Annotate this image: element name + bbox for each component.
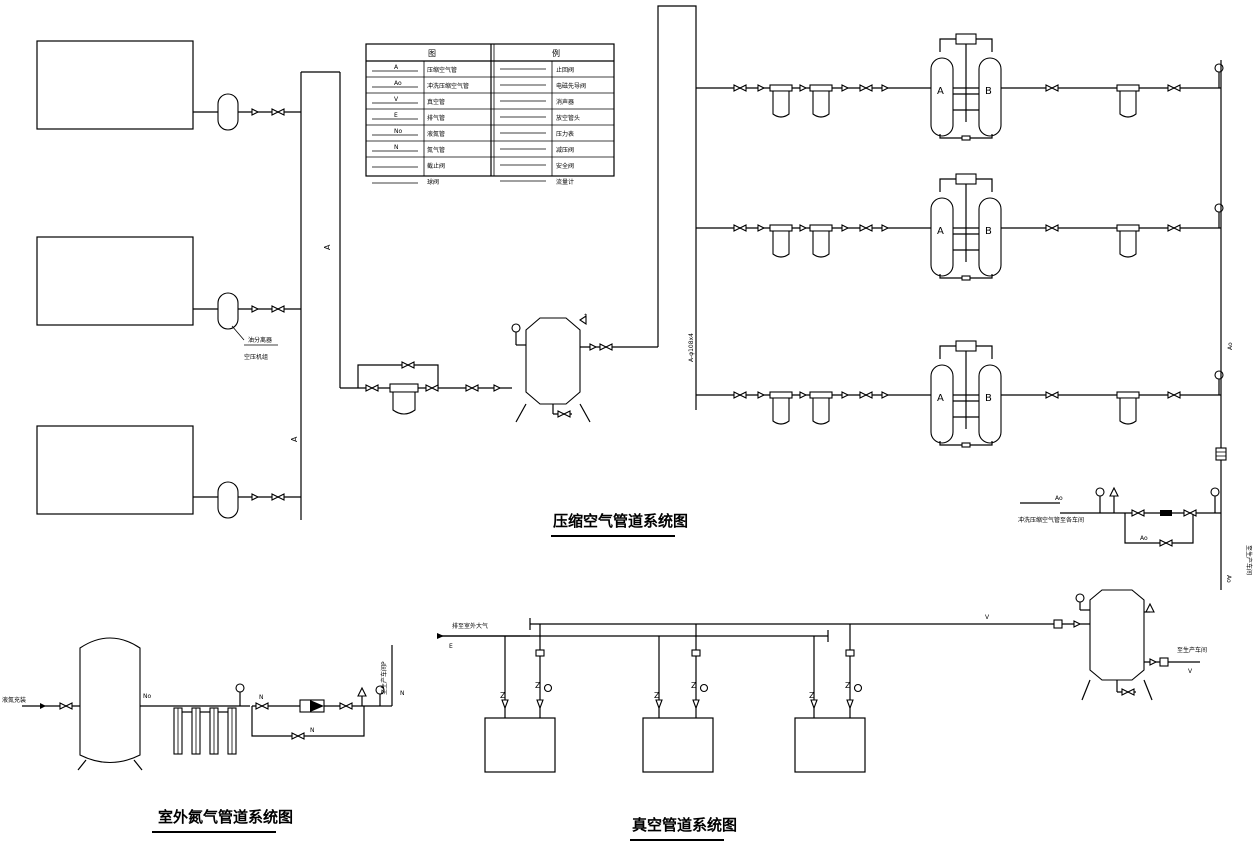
legend-row: 球阀 流量计 bbox=[372, 178, 574, 186]
svg-text:排至室外大气: 排至室外大气 bbox=[452, 622, 488, 630]
legend-row: No 液氮管 压力表 bbox=[372, 128, 574, 138]
vacuum-pump-2 bbox=[642, 717, 714, 773]
ao-riser-label: Ao bbox=[1227, 342, 1234, 350]
legend-row: 截止阀 安全阀 bbox=[372, 162, 574, 170]
svg-text:液氮充装: 液氮充装 bbox=[2, 696, 26, 704]
riser-label-a-lower: A bbox=[290, 436, 299, 442]
legend-symbol-name: 安全阀 bbox=[556, 162, 574, 170]
separator-3 bbox=[217, 481, 239, 519]
valve-row-2 bbox=[251, 305, 285, 313]
svg-text:V: V bbox=[1188, 668, 1193, 675]
vacuum-pump-1 bbox=[484, 717, 556, 773]
legend-name: 截止阀 bbox=[427, 162, 445, 170]
legend-code: N bbox=[394, 144, 399, 151]
air-receiver-tank: ↑ bbox=[511, 313, 591, 423]
legend-symbol-name: 电磁先导阀 bbox=[556, 82, 586, 90]
dryer-tower-a-label: A bbox=[937, 86, 944, 97]
svg-text:Z: Z bbox=[691, 681, 697, 690]
svg-text:Z: Z bbox=[845, 681, 851, 690]
svg-text:N: N bbox=[259, 694, 264, 701]
to-workshop-vertical: 至生产车间 bbox=[1245, 545, 1253, 575]
svg-text:Ao: Ao bbox=[1225, 575, 1232, 583]
svg-text:No: No bbox=[143, 693, 151, 700]
title-vacuum: 真空管道系统图 bbox=[632, 816, 737, 834]
legend-row: V 真空管 消声器 bbox=[372, 96, 574, 106]
legend-name: 液氮管 bbox=[427, 130, 445, 138]
separator-note-2: 空压机组 bbox=[244, 353, 268, 361]
legend-name: 氮气管 bbox=[427, 146, 445, 154]
svg-text:N: N bbox=[310, 727, 315, 734]
svg-text:至生产车间: 至生产车间 bbox=[1177, 646, 1207, 654]
valve-row-1 bbox=[251, 108, 285, 116]
legend-row: Ao 冲洗压缩空气管 电磁先导阀 bbox=[372, 80, 586, 90]
main-pipe-spec: A-φ108x4 bbox=[688, 333, 695, 362]
legend-symbol-name: 止回阀 bbox=[556, 66, 574, 74]
legend-code: No bbox=[394, 128, 402, 135]
svg-text:图: 图 bbox=[428, 49, 436, 58]
legend-symbol-name: 消声器 bbox=[556, 98, 574, 106]
flow-meter bbox=[1215, 447, 1227, 461]
separator-1 bbox=[217, 93, 239, 131]
dryer-tower-b-label: B bbox=[985, 226, 992, 237]
svg-text:N: N bbox=[400, 690, 405, 697]
separator-note-1: 油分离器 bbox=[248, 336, 272, 344]
riser-label-a-upper: A bbox=[323, 244, 332, 250]
compressor-box-3 bbox=[36, 425, 194, 515]
svg-text:V: V bbox=[985, 614, 990, 621]
legend-name: 排气管 bbox=[427, 114, 445, 122]
vacuum-system: 排至室外大气 E V 至生产车间 V bbox=[437, 589, 1207, 773]
vacuum-pump-3 bbox=[794, 717, 866, 773]
title-nitrogen: 室外氮气管道系统图 bbox=[158, 808, 293, 826]
legend-symbol-name: 放空管头 bbox=[556, 114, 580, 122]
svg-text:Ao: Ao bbox=[1055, 495, 1063, 502]
filter-main bbox=[389, 383, 419, 415]
svg-text:Z: Z bbox=[535, 681, 541, 690]
compressor-box-1 bbox=[36, 40, 194, 130]
svg-text:↑: ↑ bbox=[583, 313, 588, 320]
svg-text:例: 例 bbox=[552, 48, 560, 58]
svg-text:Ao: Ao bbox=[1140, 535, 1148, 542]
legend-code: E bbox=[394, 112, 398, 119]
svg-text:E: E bbox=[449, 643, 453, 650]
svg-text:Z: Z bbox=[500, 691, 506, 700]
svg-text:至生产车间P: 至生产车间P bbox=[380, 661, 388, 695]
legend-name: 球阀 bbox=[427, 178, 439, 186]
dryer-tower-b-label: B bbox=[985, 86, 992, 97]
legend-row: N 氮气管 减压阀 bbox=[372, 144, 574, 154]
legend-name: 真空管 bbox=[427, 98, 445, 106]
dryer-tower-a-label: A bbox=[937, 226, 944, 237]
legend-symbol-name: 压力表 bbox=[556, 130, 574, 138]
legend-symbol-name: 流量计 bbox=[556, 178, 574, 186]
dryer-tower-a-label: A bbox=[937, 393, 944, 404]
legend-code: A bbox=[394, 64, 399, 71]
legend-symbol-name: 减压阀 bbox=[556, 146, 574, 154]
legend-table: 图 例 bbox=[365, 43, 615, 177]
svg-text:Z: Z bbox=[809, 691, 815, 700]
svg-text:Z: Z bbox=[654, 691, 660, 700]
dryer-tower-b-label: B bbox=[985, 393, 992, 404]
separator-2 bbox=[217, 292, 239, 330]
svg-text:冲洗压缩空气管至各车间: 冲洗压缩空气管至各车间 bbox=[1018, 516, 1084, 524]
legend-code: V bbox=[394, 96, 399, 103]
valve-row-3 bbox=[251, 493, 285, 501]
flush-branch: Ao 冲洗压缩空气管至各车间 Ao bbox=[1018, 486, 1221, 547]
legend-name: 冲洗压缩空气管 bbox=[427, 82, 469, 90]
title-compressed-air: 压缩空气管道系统图 bbox=[553, 512, 688, 530]
legend-row: A 压缩空气管 止回阀 bbox=[372, 64, 574, 74]
nitrogen-system: 液氮充装 No N N bbox=[2, 637, 405, 771]
legend-code: Ao bbox=[394, 80, 402, 87]
legend-row: E 排气管 放空管头 bbox=[372, 112, 580, 122]
compressor-box-2 bbox=[36, 236, 194, 326]
legend-name: 压缩空气管 bbox=[427, 66, 457, 74]
